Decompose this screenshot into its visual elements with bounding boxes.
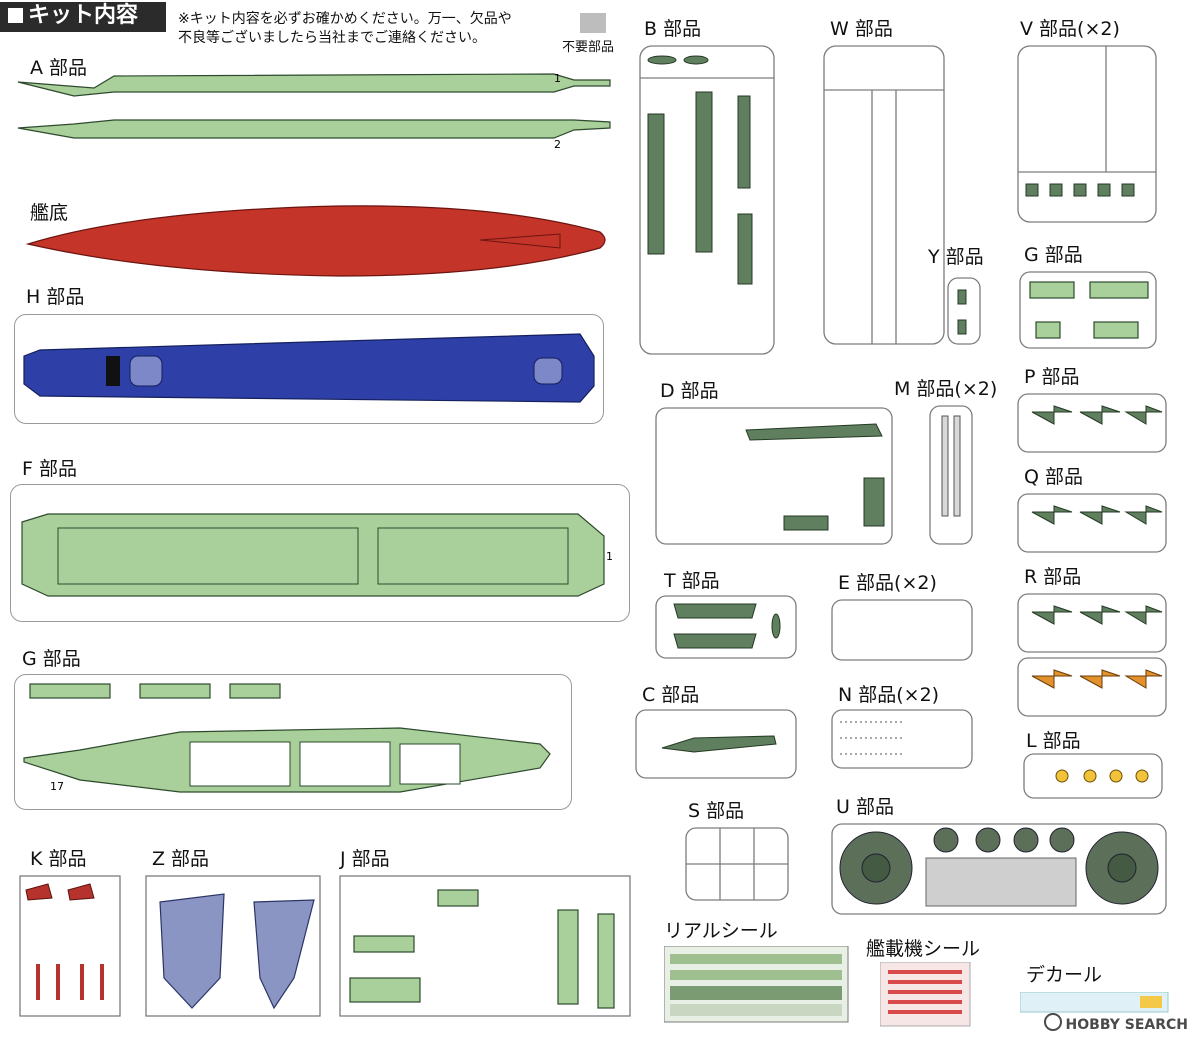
label-d-parts: D 部品 (660, 380, 719, 402)
b-parts-sprue (639, 45, 775, 355)
m-parts-sprue (929, 405, 973, 545)
label-aircraft-seal: 艦載機シール (866, 938, 981, 960)
label-y-parts: Y 部品 (928, 246, 984, 268)
v-parts-sprue (1017, 45, 1157, 223)
label-real-seal: リアルシール (664, 920, 778, 942)
l-parts-sprue (1023, 753, 1163, 799)
z-parts-sprue (145, 875, 321, 1017)
aircraft-seal-sheet (880, 962, 971, 1027)
hobby-search-watermark: HOBBY SEARCH (1043, 1013, 1188, 1033)
label-k-parts: K 部品 (30, 848, 87, 870)
label-s-parts: S 部品 (688, 800, 745, 822)
c-parts-sprue (635, 709, 797, 779)
w-parts-sprue (823, 45, 945, 345)
d-parts-sprue (655, 407, 893, 545)
g-part-17-number: 17 (50, 780, 64, 793)
notice-line-1: ※キット内容を必ずお確かめください。万一、欠品や (178, 11, 512, 27)
header-title: キット内容 (28, 3, 139, 28)
kit-contents-header (0, 2, 166, 32)
p-parts-sprue (1017, 393, 1167, 453)
g-parts-right-sprue (1019, 271, 1157, 349)
r-parts-sprues (1017, 593, 1167, 717)
unused-parts-label: 不要部品 (562, 40, 615, 55)
label-l-parts: L 部品 (1026, 730, 1081, 752)
unused-parts-swatch (580, 13, 606, 33)
label-j-parts: J 部品 (340, 848, 390, 870)
u-parts-sprue (831, 823, 1167, 915)
decal-sheet (1020, 992, 1169, 1013)
notice-line-2: 不良等ございましたら当社までご連絡ください。 (178, 30, 486, 46)
a-part-2-number: 2 (554, 138, 561, 151)
s-parts-sprue (685, 827, 789, 901)
label-c-parts: C 部品 (642, 684, 700, 706)
label-a-parts: A 部品 (30, 57, 88, 79)
label-u-parts: U 部品 (836, 796, 894, 818)
label-v-parts: V 部品(×2) (1020, 18, 1120, 40)
label-t-parts: T 部品 (664, 570, 720, 592)
hobby-search-logo-icon (1043, 1013, 1062, 1031)
label-n-parts: N 部品(×2) (838, 684, 940, 706)
n-parts-sprue (831, 709, 973, 769)
a-part-1-number: 1 (554, 72, 561, 85)
label-decal: デカール (1026, 964, 1103, 986)
e-parts-sprue (831, 599, 973, 661)
h-part-1-number: 1 (68, 408, 75, 410)
real-seal-sheet (664, 946, 849, 1023)
label-z-parts: Z 部品 (152, 848, 210, 870)
h-parts-flight-deck: 1 (23, 333, 595, 410)
label-b-parts: B 部品 (644, 18, 702, 40)
label-p-parts: P 部品 (1024, 366, 1080, 388)
hull-bottom-part (25, 205, 606, 277)
g-parts-left-sprue: 17 (23, 683, 551, 793)
label-g-parts-left: G 部品 (22, 648, 81, 670)
label-f-parts: F 部品 (22, 458, 77, 480)
label-w-parts: W 部品 (830, 18, 893, 40)
label-hull-bottom: 艦底 (30, 202, 69, 224)
label-e-parts: E 部品(×2) (838, 572, 937, 594)
label-h-parts: H 部品 (26, 286, 85, 308)
q-parts-sprue (1017, 493, 1167, 553)
label-r-parts: R 部品 (1024, 566, 1082, 588)
label-g-parts-right: G 部品 (1024, 244, 1083, 266)
label-q-parts: Q 部品 (1024, 466, 1083, 488)
label-m-parts: M 部品(×2) (894, 378, 998, 400)
a-parts-deck-halves: 1 2 (17, 72, 611, 151)
j-parts-sprue (339, 875, 631, 1017)
f-part-1-number: 1 (606, 550, 613, 563)
y-parts-sprue (947, 277, 981, 345)
header-square-icon (8, 8, 23, 23)
k-parts-sprue (19, 875, 121, 1017)
f-parts-hangar-deck: 1 (21, 513, 613, 597)
t-parts-sprue (655, 595, 797, 659)
